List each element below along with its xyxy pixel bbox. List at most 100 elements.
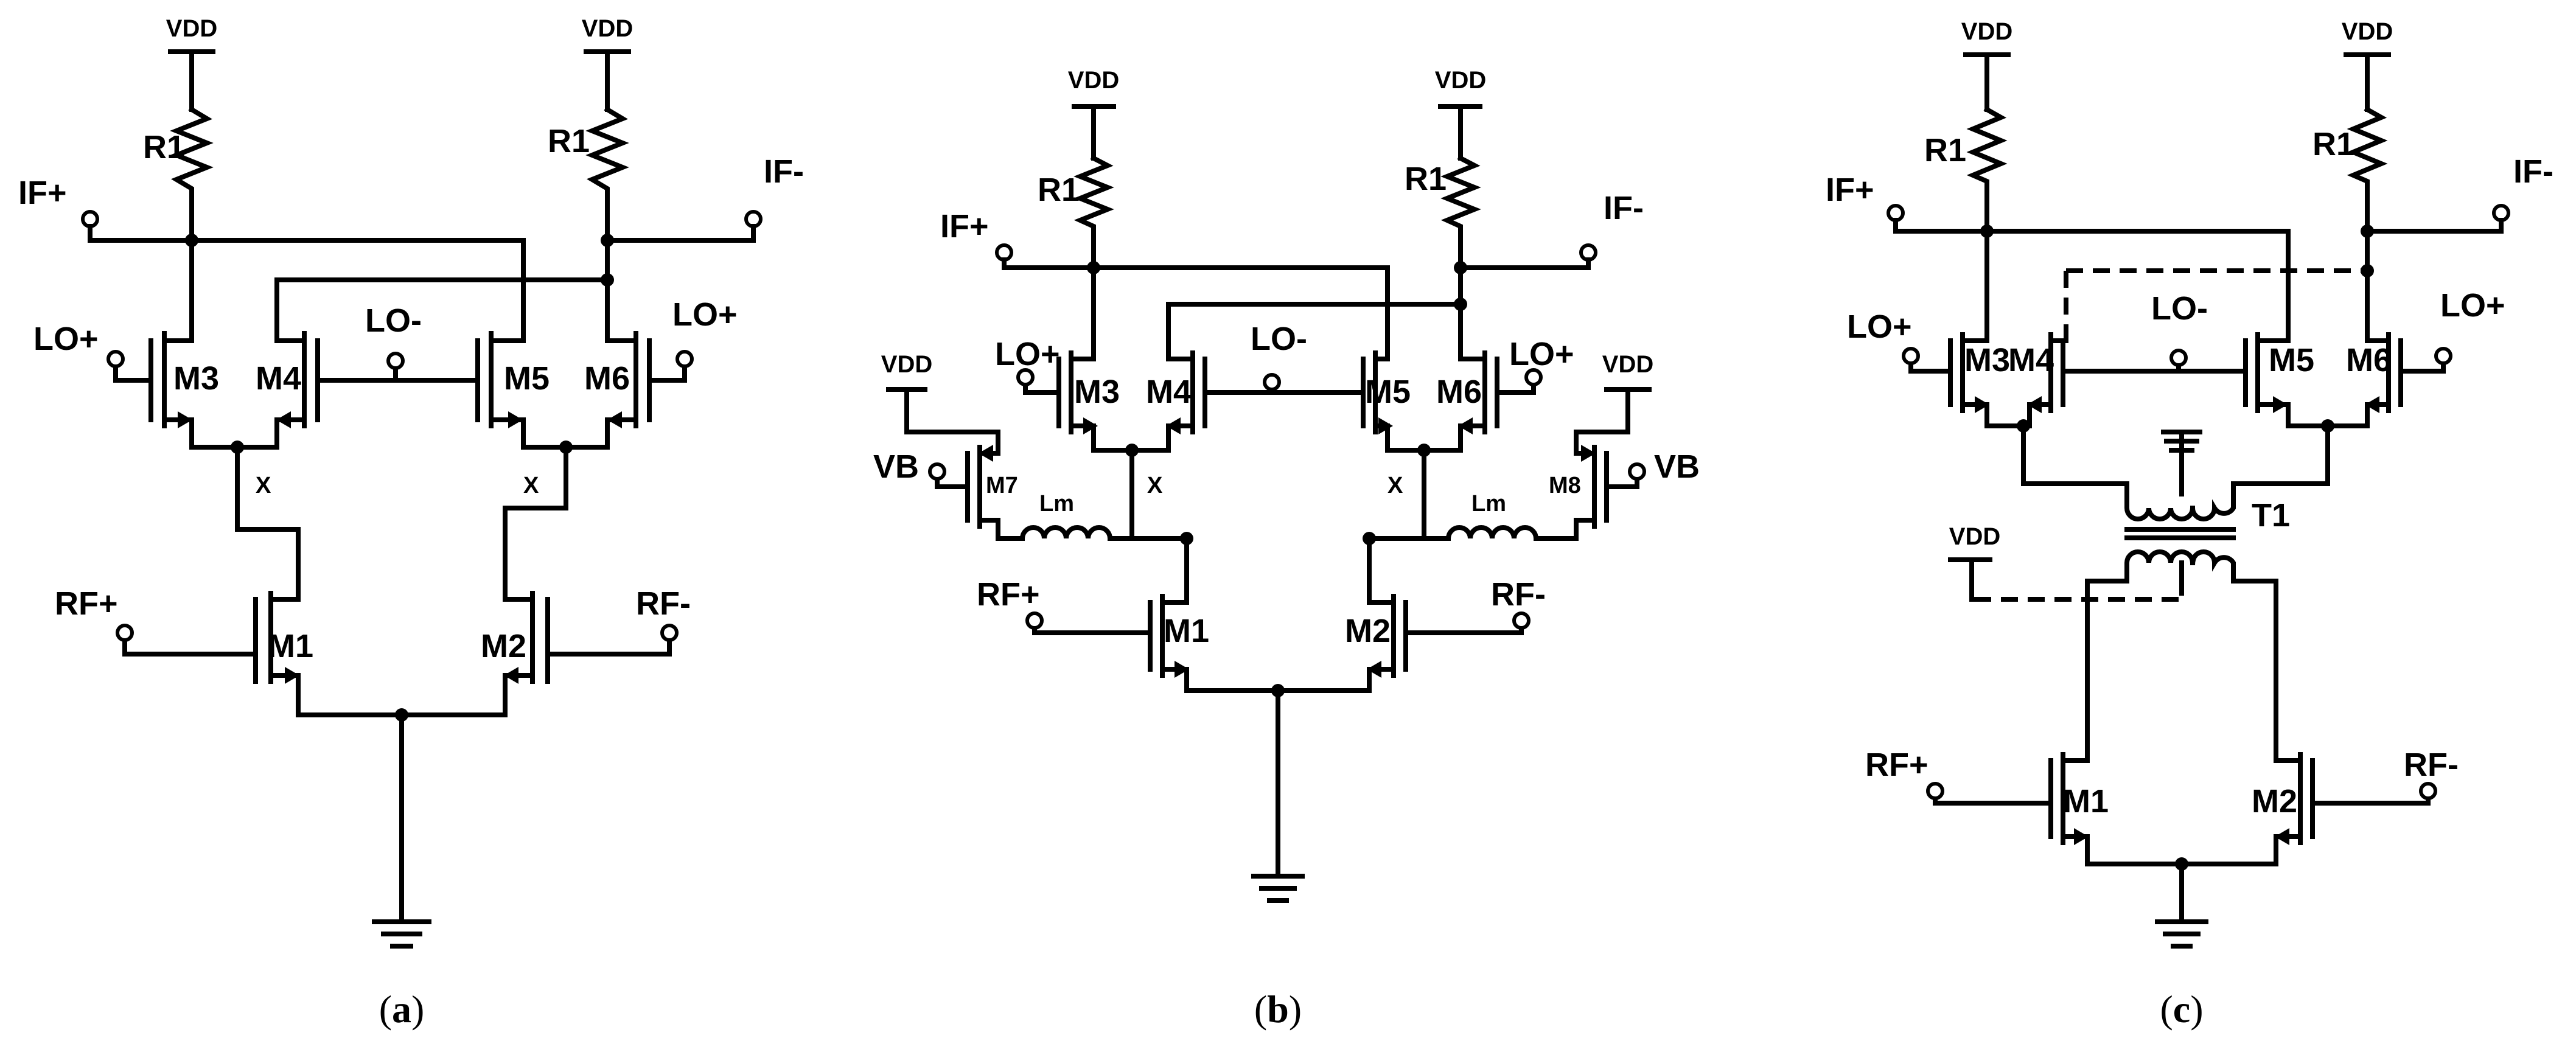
svg-text:VB: VB bbox=[873, 448, 919, 485]
transistor-m2: M2 bbox=[2252, 752, 2437, 866]
if-minus-port: IF- bbox=[605, 153, 804, 243]
svg-text:VDD: VDD bbox=[1949, 523, 2000, 550]
svg-text:RF+: RF+ bbox=[55, 585, 118, 622]
svg-text:RF-: RF- bbox=[2404, 747, 2459, 783]
vdd-terminal: VDD bbox=[1948, 523, 2000, 602]
transistor-m5: M5 bbox=[2243, 332, 2314, 428]
svg-text:M1: M1 bbox=[2063, 783, 2109, 820]
caption-b: (b) bbox=[1254, 988, 1302, 1031]
resistor-r1: R1 bbox=[2312, 106, 2388, 234]
svg-text:RF-: RF- bbox=[636, 585, 691, 622]
resistor-r1: R1 bbox=[1924, 106, 2008, 234]
svg-text:VDD: VDD bbox=[1961, 18, 2012, 45]
svg-text:LO-: LO- bbox=[365, 302, 422, 339]
vdd-terminal: VDD bbox=[1435, 67, 1486, 161]
svg-text:R1: R1 bbox=[1924, 132, 1966, 169]
circuit-b: VDD R1 VDD R1 IF+ IF- bbox=[873, 67, 1700, 903]
inductor-lm: Lm bbox=[1367, 491, 1579, 542]
svg-text:R1: R1 bbox=[2312, 126, 2354, 162]
svg-text:LO-: LO- bbox=[2151, 290, 2208, 327]
svg-text:M7: M7 bbox=[986, 473, 1018, 498]
inductor-lm: Lm bbox=[996, 491, 1189, 542]
circuit-a: VDD R1 VDD R1 IF+ IF- bbox=[18, 15, 804, 949]
svg-text:X: X bbox=[1147, 473, 1163, 498]
svg-text:VDD: VDD bbox=[1602, 351, 1653, 378]
svg-text:M5: M5 bbox=[1365, 374, 1411, 410]
svg-text:X: X bbox=[523, 473, 539, 498]
circuit-c: VDD R1 VDD R1 IF+ IF- bbox=[1826, 18, 2553, 949]
if-plus-port: IF+ bbox=[1826, 172, 2291, 234]
vdd-terminal: VDD bbox=[166, 15, 217, 112]
ground-symbol bbox=[1251, 874, 1305, 903]
svg-text:M3: M3 bbox=[1074, 374, 1120, 410]
svg-text:R1: R1 bbox=[143, 129, 185, 165]
svg-text:M2: M2 bbox=[2252, 783, 2297, 820]
lo-minus-port: LO- bbox=[1202, 321, 1366, 395]
transistor-m5: M5 bbox=[475, 331, 550, 450]
svg-text:M1: M1 bbox=[268, 628, 313, 664]
vdd-terminal: VDD bbox=[582, 15, 633, 112]
svg-text:LO+: LO+ bbox=[672, 296, 738, 333]
transistor-m3: M3 bbox=[1902, 229, 2010, 428]
svg-text:X: X bbox=[256, 473, 271, 498]
svg-text:IF+: IF+ bbox=[1826, 172, 1874, 208]
svg-text:RF+: RF+ bbox=[977, 576, 1040, 613]
transistor-m6: M6 bbox=[584, 277, 694, 450]
transformer-t1: T1 bbox=[2085, 430, 2290, 596]
transistor-m3: M3 bbox=[106, 238, 219, 450]
svg-text:IF+: IF+ bbox=[18, 175, 67, 211]
if-plus-port: IF+ bbox=[18, 175, 526, 243]
transistor-m6: M6 bbox=[2346, 332, 2452, 428]
svg-text:M5: M5 bbox=[504, 360, 550, 397]
vdd-terminal: VDD bbox=[1068, 67, 1119, 161]
resistor-r1: R1 bbox=[1038, 155, 1114, 270]
resistor-r1: R1 bbox=[548, 106, 629, 243]
svg-text:M6: M6 bbox=[584, 360, 630, 397]
vdd-terminal: VDD bbox=[2342, 18, 2393, 112]
transistor-m4: M4 bbox=[2008, 332, 2068, 428]
svg-text:M4: M4 bbox=[1146, 374, 1192, 410]
svg-text:R1: R1 bbox=[1038, 172, 1080, 208]
svg-text:M8: M8 bbox=[1549, 473, 1581, 498]
svg-text:(c): (c) bbox=[2160, 988, 2203, 1031]
svg-text:T1: T1 bbox=[2252, 497, 2290, 534]
svg-text:M3: M3 bbox=[1964, 342, 2010, 378]
svg-text:VDD: VDD bbox=[582, 15, 633, 42]
svg-text:RF-: RF- bbox=[1491, 576, 1546, 613]
svg-text:IF-: IF- bbox=[2513, 153, 2553, 190]
svg-text:Lm: Lm bbox=[1039, 491, 1074, 517]
ground-symbol bbox=[372, 919, 431, 949]
svg-text:M2: M2 bbox=[481, 628, 526, 664]
svg-text:LO+: LO+ bbox=[995, 336, 1060, 372]
transistor-m7: VDD M7 bbox=[881, 351, 1018, 541]
svg-text:R1: R1 bbox=[548, 123, 590, 159]
if-minus-port: IF- bbox=[1458, 190, 1644, 270]
svg-text:VDD: VDD bbox=[1435, 67, 1486, 94]
resistor-r1: R1 bbox=[143, 106, 214, 243]
svg-text:LO-: LO- bbox=[1251, 321, 1307, 357]
svg-text:M3: M3 bbox=[173, 360, 219, 397]
transistor-m4: M4 bbox=[1146, 302, 1207, 453]
ground-symbol bbox=[2155, 919, 2208, 949]
svg-text:IF+: IF+ bbox=[940, 208, 989, 245]
transistor-m2: M2 bbox=[1345, 594, 1531, 693]
transistor-m1: M1 bbox=[116, 591, 313, 717]
svg-text:LO+: LO+ bbox=[1847, 308, 1912, 345]
svg-text:M4: M4 bbox=[256, 360, 301, 397]
svg-text:(b): (b) bbox=[1254, 988, 1302, 1031]
svg-text:M6: M6 bbox=[2346, 342, 2392, 378]
svg-text:VDD: VDD bbox=[1068, 67, 1119, 94]
transistor-m3: M3 bbox=[1016, 265, 1120, 453]
svg-text:LO+: LO+ bbox=[1509, 336, 1574, 372]
svg-text:R1: R1 bbox=[1405, 161, 1447, 197]
svg-text:M6: M6 bbox=[1436, 374, 1482, 410]
svg-text:M1: M1 bbox=[1164, 613, 1209, 649]
svg-text:M2: M2 bbox=[1345, 613, 1391, 649]
transistor-m2: M2 bbox=[481, 591, 679, 717]
svg-text:LO+: LO+ bbox=[33, 321, 99, 357]
transistor-m1: M1 bbox=[1025, 594, 1209, 693]
transistor-m4: M4 bbox=[256, 277, 320, 450]
svg-text:VDD: VDD bbox=[881, 351, 932, 378]
caption-c: (c) bbox=[2160, 988, 2203, 1031]
